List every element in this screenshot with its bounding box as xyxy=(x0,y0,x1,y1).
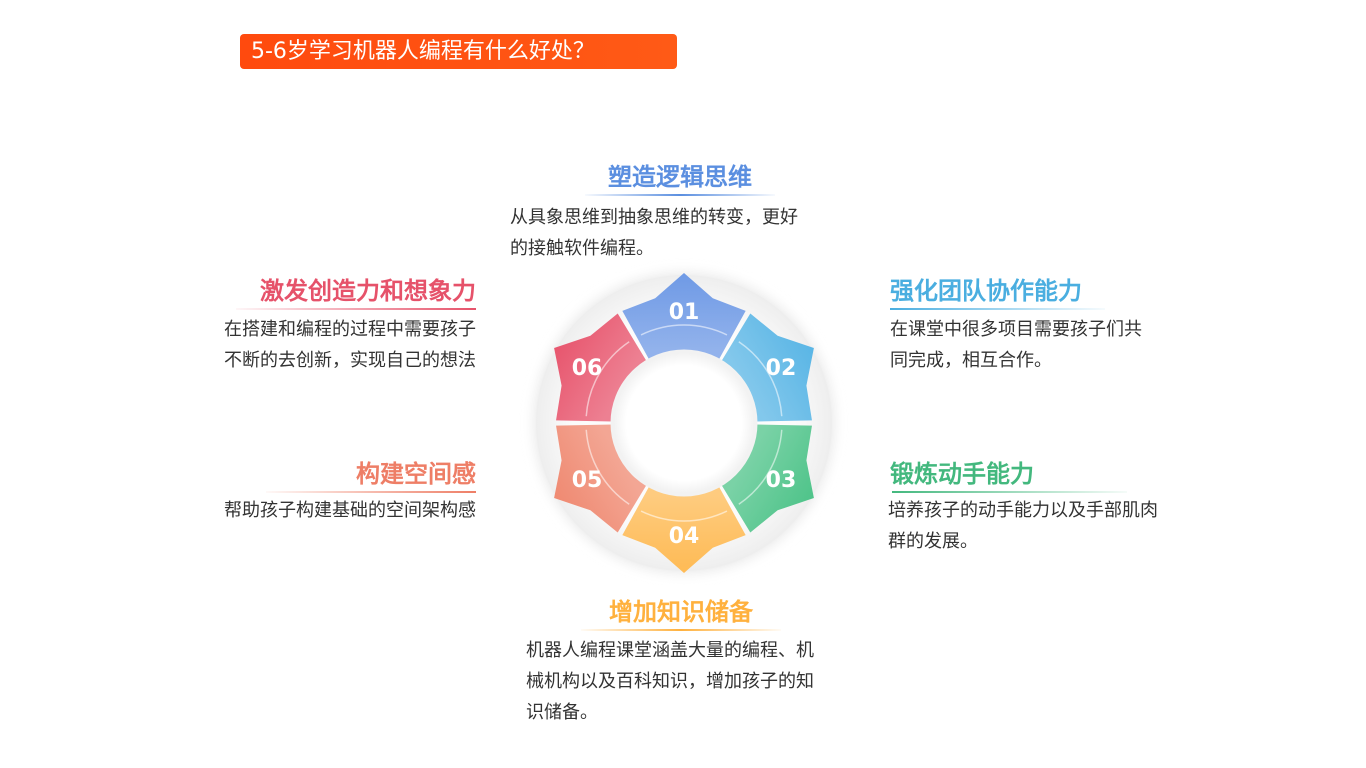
item-space-desc-line-1: 帮助孩子构建基础的空间架构感 xyxy=(224,500,476,521)
item-hands-desc-line-2: 群的发展。 xyxy=(888,531,978,552)
item-knowledge-desc: 机器人编程课堂涵盖大量的编程、机 械机构以及百科知识，增加孩子的知 识储备。 xyxy=(526,635,886,728)
item-creativity-heading: 激发创造力和想象力 xyxy=(260,277,476,305)
item-team-desc-line-2: 同完成，相互合作。 xyxy=(890,350,1052,371)
item-team-desc-line-1: 在课堂中很多项目需要孩子们共 xyxy=(890,319,1142,340)
item-space-heading: 构建空间感 xyxy=(356,460,476,488)
item-creativity: 激发创造力和想象力 在搭建和编程的过程中需要孩子 不断的去创新，实现自己的想法 xyxy=(176,275,476,376)
wheel-segment-label-05: 05 xyxy=(572,468,603,493)
wheel-inner-ring xyxy=(610,349,758,497)
item-team: 强化团队协作能力 在课堂中很多项目需要孩子们共 同完成，相互合作。 xyxy=(890,275,1210,376)
wheel-segment-arc-01 xyxy=(640,324,728,336)
item-logic: 塑造逻辑思维 从具象思维到抽象思维的转变，更好 的接触软件编程。 xyxy=(510,161,870,264)
item-hands-heading: 锻炼动手能力 xyxy=(890,460,1034,488)
item-team-heading: 强化团队协作能力 xyxy=(890,277,1082,305)
item-knowledge: 增加知识储备 机器人编程课堂涵盖大量的编程、机 械机构以及百科知识，增加孩子的知… xyxy=(526,596,886,728)
item-hands-desc: 培养孩子的动手能力以及手部肌肉 群的发展。 xyxy=(888,495,1218,557)
wheel-inner-disc xyxy=(612,351,756,495)
wheel-segment-label-01: 01 xyxy=(669,300,700,325)
item-creativity-underline xyxy=(236,308,476,310)
wheel-segment-arc-05 xyxy=(585,429,630,505)
item-logic-heading: 塑造逻辑思维 xyxy=(608,163,752,191)
item-creativity-desc: 在搭建和编程的过程中需要孩子 不断的去创新，实现自己的想法 xyxy=(176,314,476,376)
wheel-labels: 01 02 03 04 05 06 xyxy=(572,300,797,549)
wheel-segment-arc-04 xyxy=(640,510,728,522)
item-hands-desc-line-1: 培养孩子的动手能力以及手部肌肉 xyxy=(888,500,1158,521)
wheel-segment-05 xyxy=(554,424,647,533)
item-team-desc: 在课堂中很多项目需要孩子们共 同完成，相互合作。 xyxy=(890,314,1210,376)
item-space: 构建空间感 帮助孩子构建基础的空间架构感 xyxy=(176,458,476,526)
item-knowledge-desc-line-3: 识储备。 xyxy=(526,702,598,723)
item-logic-desc: 从具象思维到抽象思维的转变，更好 的接触软件编程。 xyxy=(510,202,870,264)
item-knowledge-desc-line-1: 机器人编程课堂涵盖大量的编程、机 xyxy=(526,640,814,661)
wheel-segment-01 xyxy=(622,273,746,360)
wheel-segments xyxy=(554,273,814,573)
item-knowledge-desc-line-2: 械机构以及百科知识，增加孩子的知 xyxy=(526,671,814,692)
item-creativity-desc-line-2: 不断的去创新，实现自己的想法 xyxy=(224,350,476,371)
page-title: 5-6岁学习机器人编程有什么好处？ xyxy=(240,34,677,69)
item-logic-desc-line-2: 的接触软件编程。 xyxy=(510,238,654,259)
item-space-desc: 帮助孩子构建基础的空间架构感 xyxy=(176,495,476,526)
wheel-segment-02 xyxy=(721,313,814,422)
wheel-segment-label-03: 03 xyxy=(766,468,797,493)
wheel-segment-label-02: 02 xyxy=(766,356,797,381)
item-hands-underline xyxy=(892,491,1127,493)
benefit-wheel: 01 02 03 04 05 06 xyxy=(534,273,834,573)
item-knowledge-heading: 增加知识储备 xyxy=(609,598,753,626)
wheel-segment-arc-03 xyxy=(738,429,783,505)
item-space-underline xyxy=(266,491,476,493)
item-hands: 锻炼动手能力 培养孩子的动手能力以及手部肌肉 群的发展。 xyxy=(888,458,1218,557)
wheel-segment-04 xyxy=(622,486,746,573)
wheel-segment-arc-06 xyxy=(585,341,630,417)
item-team-underline xyxy=(890,308,1105,310)
wheel-segment-arc-02 xyxy=(738,341,783,417)
wheel-segment-03 xyxy=(721,424,814,533)
wheel-segment-06 xyxy=(554,313,647,422)
wheel-segment-label-04: 04 xyxy=(669,524,700,549)
item-logic-underline xyxy=(585,194,775,196)
item-knowledge-underline xyxy=(581,629,781,631)
item-creativity-desc-line-1: 在搭建和编程的过程中需要孩子 xyxy=(224,319,476,340)
wheel-segment-label-06: 06 xyxy=(572,356,603,381)
item-logic-desc-line-1: 从具象思维到抽象思维的转变，更好 xyxy=(510,207,798,228)
